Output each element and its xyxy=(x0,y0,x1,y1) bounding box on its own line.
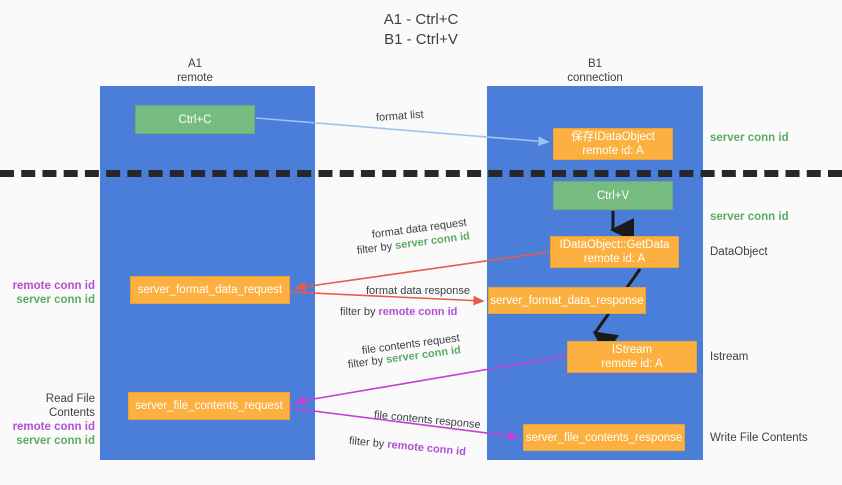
node-save-idataobject[interactable]: 保存IDataObject remote id: A xyxy=(553,128,673,160)
edge-label-format-data-response: format data response xyxy=(366,284,470,298)
node-istream[interactable]: IStream remote id: A xyxy=(567,341,697,373)
node-idataobject-getdata[interactable]: IDataObject::GetData remote id: A xyxy=(550,236,679,268)
column-header-a1-name: A1 xyxy=(187,58,203,70)
edge-label-format-data-response-text: format data response xyxy=(366,285,470,297)
edge-label-format-list: format list xyxy=(376,108,425,125)
left-annotation-read-file-contents: Read File Contents xyxy=(45,393,95,419)
node-server-format-data-response[interactable]: server_format_data_response xyxy=(488,287,646,314)
right-annotation-write-file-contents: Write File Contents xyxy=(710,432,808,444)
left-annotation-group-1: remote conn id server conn id xyxy=(3,279,95,307)
left-annotation-server-conn-id: server conn id xyxy=(16,294,95,306)
node-server-file-contents-request-label: server_file_contents_request xyxy=(135,400,283,412)
filter-prefix: filter by xyxy=(347,354,387,371)
edge-label-file-contents-response-text: file contents response xyxy=(373,409,482,432)
right-annotation-dataobject: DataObject xyxy=(710,246,768,258)
title-line-2: B1 - Ctrl+V xyxy=(384,31,458,48)
right-annotation-istream: Istream xyxy=(710,351,749,363)
edge-label-file-contents-response-filter: filter by remote conn id xyxy=(348,434,466,459)
node-server-format-data-request-label: server_format_data_request xyxy=(137,284,283,296)
node-ctrl-c[interactable]: Ctrl+C xyxy=(135,105,255,134)
filter-key-remote-conn-id: remote conn id xyxy=(386,438,467,459)
filter-key-remote-conn-id: remote conn id xyxy=(378,306,458,318)
left-annotation-remote-conn-id: remote conn id xyxy=(12,280,95,292)
node-idataobject-getdata-label: IDataObject::GetData xyxy=(559,239,670,251)
left-annotation-group-2: Read File Contents remote conn id server… xyxy=(3,392,95,448)
node-ctrl-c-label: Ctrl+C xyxy=(178,113,212,126)
node-istream-sublabel: remote id: A xyxy=(601,358,663,370)
column-header-b1: B1 connection xyxy=(525,57,665,85)
edge-label-format-data-response-filter: filter by remote conn id xyxy=(340,305,457,319)
node-ctrl-v[interactable]: Ctrl+V xyxy=(553,181,673,210)
left-annotation-remote-conn-id: remote conn id xyxy=(12,421,95,433)
node-ctrl-v-label: Ctrl+V xyxy=(596,189,630,202)
node-istream-label: IStream xyxy=(611,344,653,356)
column-header-a1: A1 remote xyxy=(125,57,265,85)
node-save-idataobject-label: 保存IDataObject xyxy=(571,131,655,143)
edge-label-file-contents-response: file contents response xyxy=(373,408,481,432)
filter-prefix: filter by xyxy=(356,240,396,257)
page-title: A1 - Ctrl+C B1 - Ctrl+V xyxy=(0,10,842,50)
node-save-idataobject-sublabel: remote id: A xyxy=(582,145,644,157)
column-header-b1-role: connection xyxy=(567,72,623,84)
node-server-format-data-response-label: server_format_data_response xyxy=(490,294,644,307)
left-annotation-server-conn-id: server conn id xyxy=(16,435,95,447)
dashed-divider xyxy=(0,170,842,177)
column-header-a1-role: remote xyxy=(177,72,213,84)
node-server-file-contents-response[interactable]: server_file_contents_response xyxy=(523,424,685,451)
right-annotation-server-conn-id-mid: server conn id xyxy=(710,211,789,223)
edge-label-format-list-text: format list xyxy=(375,108,424,124)
filter-prefix: filter by xyxy=(348,435,388,451)
filter-prefix: filter by xyxy=(340,306,379,318)
node-server-file-contents-request[interactable]: server_file_contents_request xyxy=(128,392,290,420)
title-line-1: A1 - Ctrl+C xyxy=(383,11,459,28)
node-server-format-data-request[interactable]: server_format_data_request xyxy=(130,276,290,304)
node-server-file-contents-response-label: server_file_contents_response xyxy=(525,431,683,444)
node-idataobject-getdata-sublabel: remote id: A xyxy=(583,253,646,265)
right-annotation-server-conn-id-top: server conn id xyxy=(710,132,789,144)
column-header-b1-name: B1 xyxy=(587,58,603,70)
